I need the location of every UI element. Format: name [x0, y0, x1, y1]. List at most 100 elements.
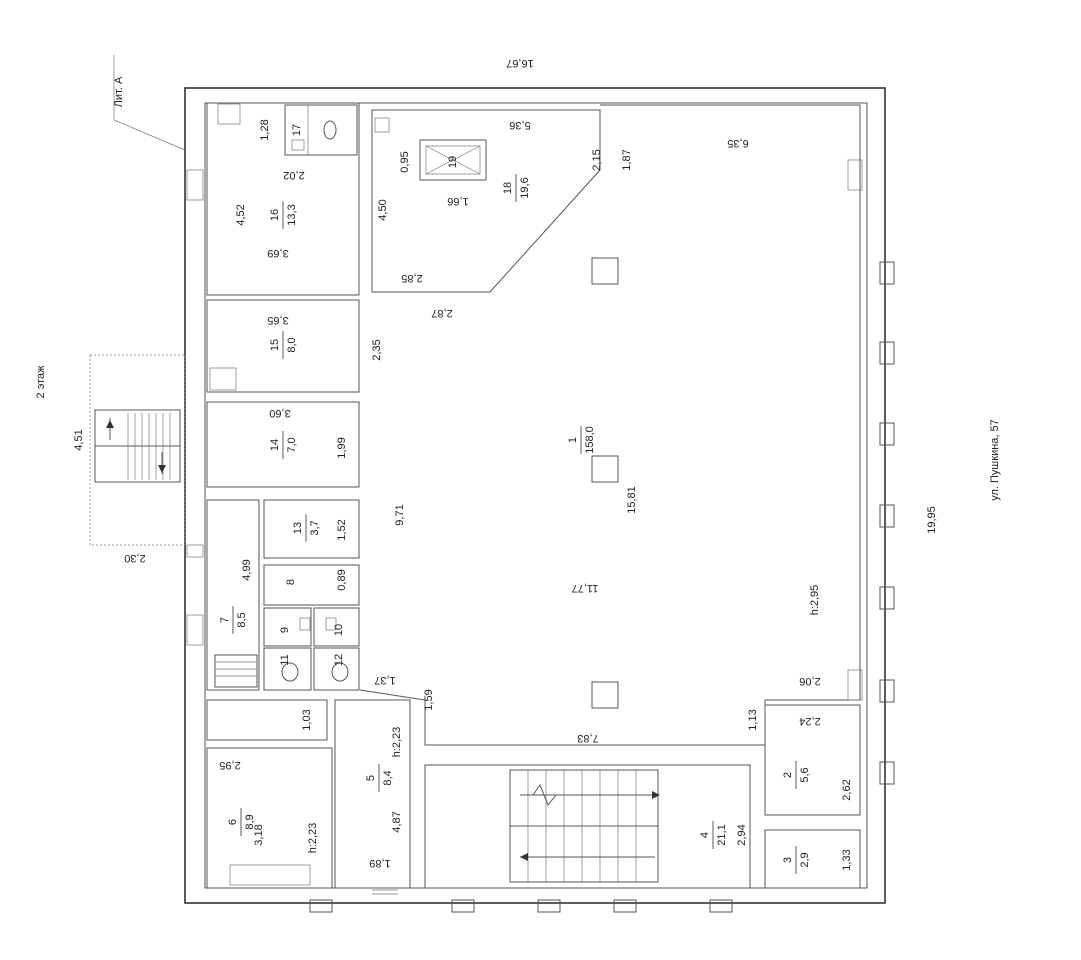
- room-number: 12: [333, 654, 345, 666]
- room-13: [263, 499, 360, 559]
- room-16: [206, 102, 360, 296]
- room-10: [313, 607, 360, 647]
- room-area: 8,0: [286, 337, 298, 352]
- dimension-label: 2,85: [401, 272, 422, 284]
- dimension-label: 1,59: [423, 689, 435, 710]
- room-number: 18: [502, 182, 514, 194]
- room-number: 11: [279, 654, 291, 665]
- room-area: 13,3: [286, 204, 298, 225]
- street-label: ул. Пушкина, 57: [989, 419, 1001, 501]
- corridor: [206, 699, 328, 741]
- dimension-label: 1,37: [374, 674, 395, 686]
- room-area: 158,0: [584, 426, 596, 454]
- left-windows: [186, 169, 204, 646]
- room-9: [263, 607, 312, 647]
- room-label-8: 8: [285, 579, 297, 585]
- dimension-label: 1,52: [336, 519, 348, 540]
- dimension-label: 3,60: [269, 407, 290, 419]
- room-11: [263, 647, 312, 691]
- lit-leader-line: [113, 55, 186, 151]
- dimension-label: 3,69: [267, 247, 288, 259]
- bottom-windows: [309, 899, 733, 913]
- dimension-label: h:2,95: [809, 585, 821, 616]
- room-area: 2,9: [799, 852, 811, 867]
- dimension-label: 1,89: [369, 857, 390, 869]
- room-area: 5,6: [799, 767, 811, 782]
- room-number: 7: [219, 617, 231, 623]
- dimension-label: 2,30: [124, 552, 145, 564]
- dimension-label: 7,83: [577, 732, 598, 744]
- room-5: [334, 699, 411, 889]
- dimension-label: 2,87: [431, 307, 452, 319]
- room-area: 8,5: [236, 612, 248, 627]
- right-windows: [879, 261, 895, 785]
- room-number: 3: [782, 857, 794, 863]
- room-area: 7,0: [286, 437, 298, 452]
- room-6: [206, 747, 333, 889]
- dimension-label: 15,81: [626, 486, 638, 514]
- room-number: 9: [279, 627, 291, 633]
- room-label-1: 1 158,0: [567, 426, 596, 454]
- dimension-label: 2,94: [736, 824, 748, 845]
- dimension-label: 4,51: [73, 429, 85, 450]
- dimension-label: h:2,23: [307, 823, 319, 854]
- external-stair: [89, 354, 186, 546]
- dimension-label: 2,35: [371, 339, 383, 360]
- dimension-label: 2,95: [219, 759, 240, 771]
- room-number: 5: [365, 775, 377, 781]
- dimension-label: 4,87: [391, 811, 403, 832]
- room-area: 3,7: [309, 520, 321, 535]
- room-number: 14: [269, 439, 281, 451]
- room-4: [424, 764, 751, 889]
- dimension-label: 3,65: [267, 314, 288, 326]
- dimension-label: 2,15: [591, 149, 603, 170]
- dimension-label: 4,50: [377, 199, 389, 220]
- room-18: [371, 109, 601, 293]
- room-number: 1: [567, 437, 579, 443]
- dimension-label: 2,62: [841, 779, 853, 800]
- dimension-label: 19,95: [926, 506, 938, 534]
- room-area: 21,1: [716, 824, 728, 845]
- room-label-11: 11: [279, 654, 291, 665]
- dimension-label: 1,28: [259, 119, 271, 140]
- room-number: 15: [269, 339, 281, 351]
- dimension-label: 4,52: [235, 204, 247, 225]
- room-area: 8,4: [382, 770, 394, 785]
- dimension-label: 4,99: [241, 559, 253, 580]
- dimension-label: 3,18: [253, 824, 265, 845]
- room-number: 4: [699, 832, 711, 838]
- room-7: [206, 499, 260, 691]
- room-label-19: 19: [447, 156, 459, 168]
- dimension-label: 0,95: [399, 151, 411, 172]
- room-label-9: 9: [279, 627, 291, 633]
- floor-label: 2 этаж: [35, 365, 47, 399]
- dimension-label: 1,33: [841, 849, 853, 870]
- dimension-label: 1,99: [336, 437, 348, 458]
- room-14: [206, 401, 360, 488]
- room-number: 6: [227, 819, 239, 825]
- lit-label: Лит. А: [113, 76, 125, 107]
- room-area: 8,9: [244, 814, 256, 829]
- dimension-label: 1,87: [621, 149, 633, 170]
- dimension-label: h:2,23: [391, 727, 403, 758]
- room-12: [313, 647, 360, 691]
- dimension-label: 2,24: [799, 715, 820, 727]
- dimension-label: 1,66: [447, 195, 468, 207]
- dimension-label: 9,71: [394, 504, 406, 525]
- dimension-label: 16,67: [506, 57, 534, 69]
- room-number: 8: [285, 579, 297, 585]
- columns: [591, 257, 619, 709]
- room-label-12: 12: [333, 654, 345, 666]
- dimension-label: 1,13: [747, 709, 759, 730]
- room-number: 17: [291, 124, 303, 136]
